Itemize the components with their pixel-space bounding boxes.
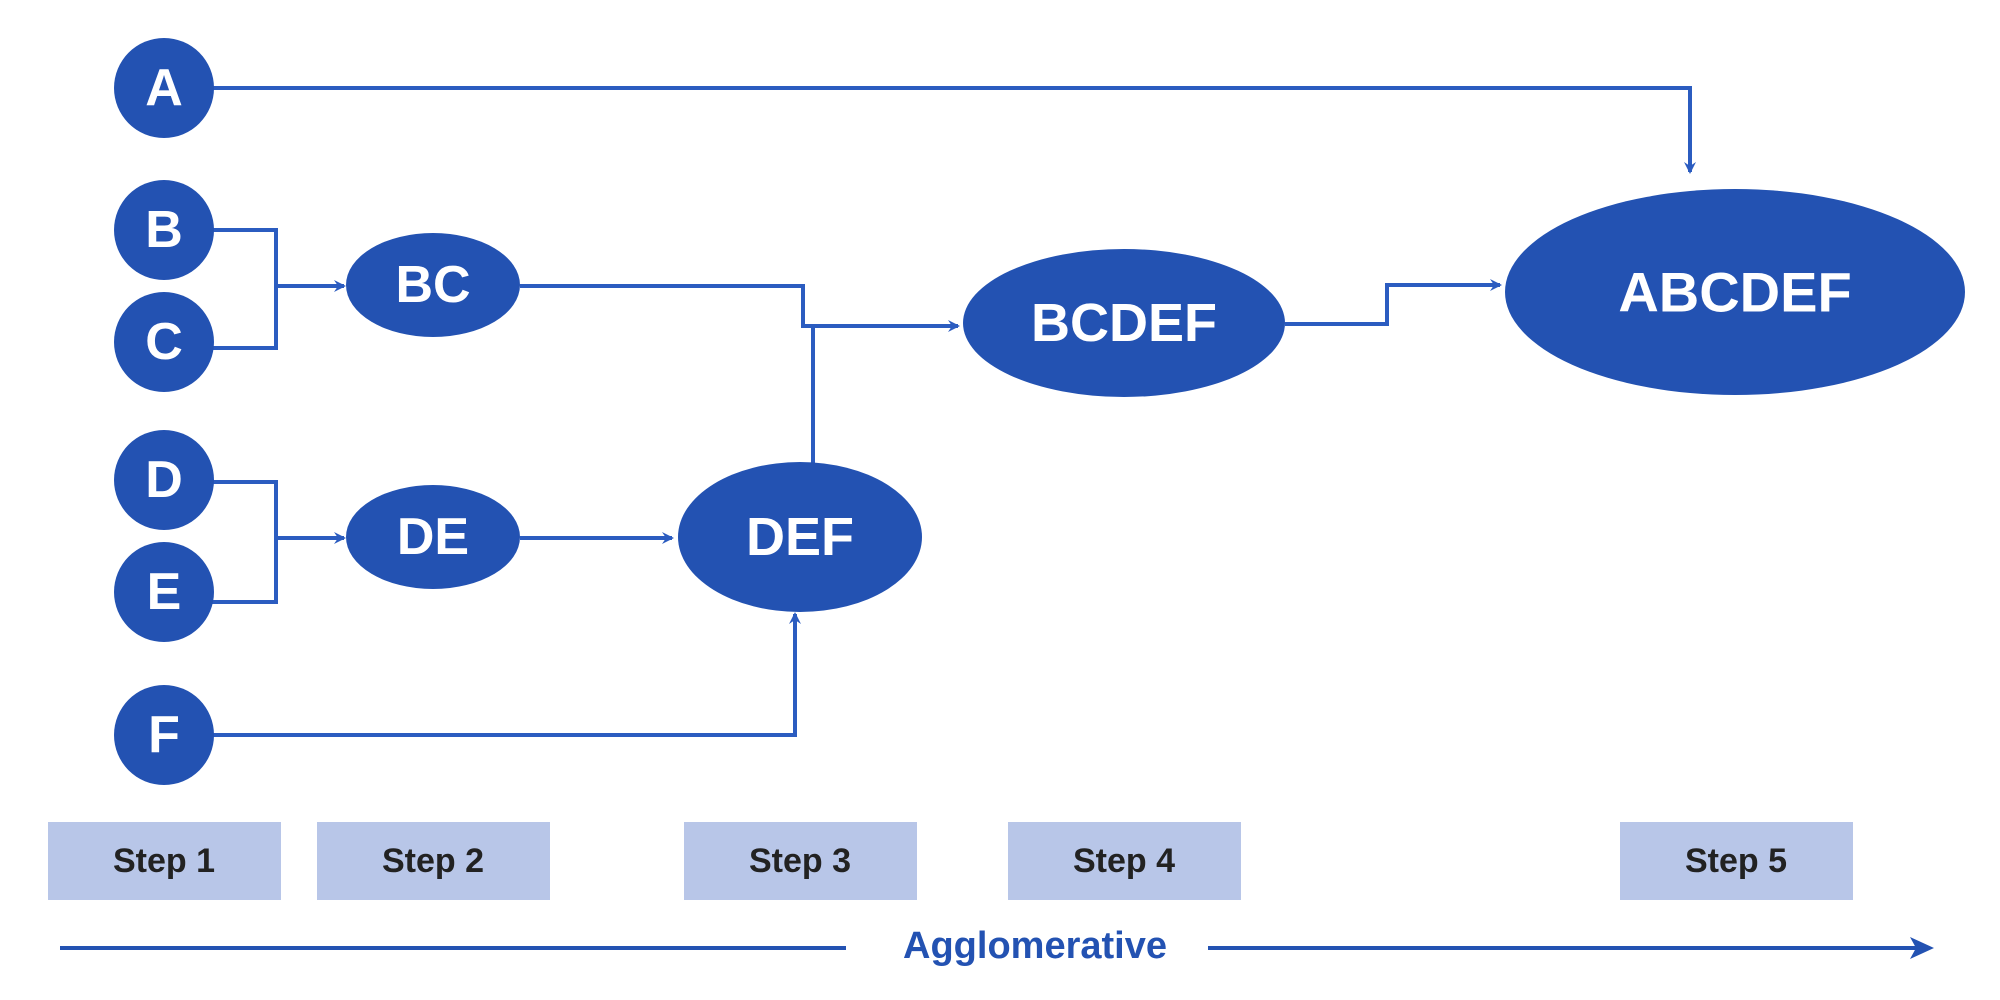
- node-a: A: [114, 38, 214, 138]
- step-5-label: Step 5: [1685, 842, 1787, 880]
- direction-label: Agglomerative: [903, 925, 1167, 967]
- step-1: Step 1: [48, 822, 281, 900]
- connector-f-to-def: [212, 612, 801, 737]
- node-b-label: B: [145, 201, 183, 259]
- node-de: DE: [346, 485, 520, 589]
- node-d: D: [114, 430, 214, 530]
- step-3: Step 3: [684, 822, 917, 900]
- connectors: [212, 86, 1696, 737]
- node-bcdef-label: BCDEF: [1031, 293, 1217, 353]
- axis-arrowhead: [1910, 937, 1934, 959]
- connector-bc-to-bcdef: [520, 284, 960, 332]
- node-c: C: [114, 292, 214, 392]
- node-c-label: C: [145, 313, 183, 371]
- node-e: E: [114, 542, 214, 642]
- step-2-label: Step 2: [382, 842, 484, 880]
- step-4: Step 4: [1008, 822, 1241, 900]
- connector-b-bracket: [212, 228, 278, 350]
- step-4-label: Step 4: [1073, 842, 1175, 880]
- node-de-label: DE: [397, 508, 469, 566]
- step-3-label: Step 3: [749, 842, 851, 880]
- step-2: Step 2: [317, 822, 550, 900]
- node-abcdef-label: ABCDEF: [1618, 261, 1851, 324]
- direction-axis: [60, 937, 1934, 959]
- node-bcdef: BCDEF: [963, 249, 1285, 397]
- node-a-label: A: [145, 59, 183, 117]
- node-bc-label: BC: [395, 256, 470, 314]
- node-b: B: [114, 180, 214, 280]
- node-f-label: F: [148, 706, 180, 764]
- node-abcdef: ABCDEF: [1505, 189, 1965, 395]
- node-def-label: DEF: [746, 507, 854, 567]
- node-def: DEF: [678, 462, 922, 612]
- step-1-label: Step 1: [113, 842, 215, 880]
- step-5: Step 5: [1620, 822, 1853, 900]
- node-f: F: [114, 685, 214, 785]
- connector-a-to-abcdef: [212, 86, 1696, 174]
- node-d-label: D: [145, 451, 183, 509]
- node-bc: BC: [346, 233, 520, 337]
- connector-bcdef-to-abcdef: [1285, 279, 1502, 326]
- connector-d-bracket: [212, 480, 278, 604]
- node-e-label: E: [147, 563, 182, 621]
